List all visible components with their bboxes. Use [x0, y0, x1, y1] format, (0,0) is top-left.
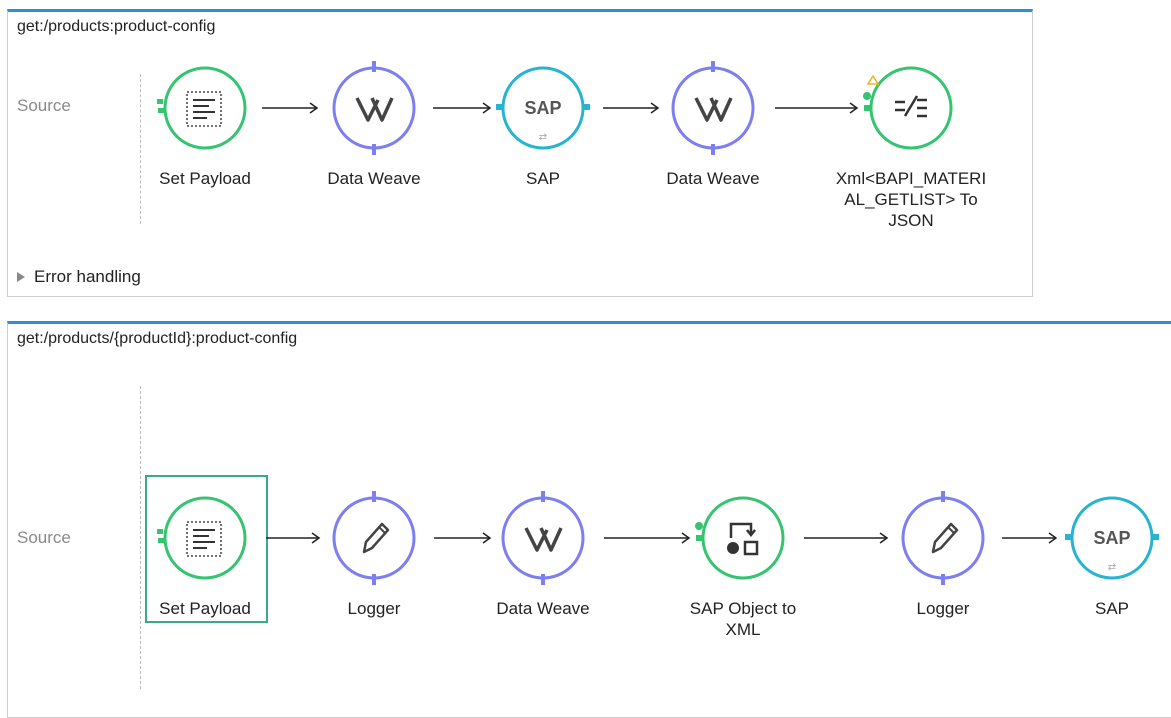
node-set-payload[interactable]: Set Payload	[125, 488, 285, 619]
flow-arrow	[262, 101, 322, 115]
node-label: Data Weave	[496, 599, 590, 618]
flow-arrow	[434, 531, 494, 545]
flow-panel-2: get:/products/{productId}:product-config…	[7, 321, 1171, 718]
node-label: Logger	[347, 599, 401, 618]
svg-text:⇄: ⇄	[1108, 562, 1116, 573]
node-label: Xml<BAPI_MATERI AL_GETLIST> To JSON	[835, 169, 987, 230]
error-handling-toggle[interactable]: Error handling	[17, 267, 141, 287]
flow-arrow	[1002, 531, 1062, 545]
flow-arrow	[603, 101, 663, 115]
flow-arrow	[604, 531, 694, 545]
node-label: SAP Object to XML	[689, 599, 797, 639]
dataweave-icon	[501, 491, 585, 585]
warning-icon	[866, 74, 880, 85]
node-label: Logger	[916, 599, 970, 618]
logger-icon	[332, 491, 416, 585]
expand-triangle-icon	[17, 272, 25, 282]
sap-icon-text: SAP	[524, 98, 561, 118]
selection-highlight	[145, 475, 268, 623]
svg-text:⇄: ⇄	[539, 132, 547, 143]
source-label[interactable]: Source	[17, 96, 71, 115]
flow-title: get:/products/{productId}:product-config	[17, 330, 298, 347]
node-label: Data Weave	[666, 169, 760, 188]
flow-arrow	[775, 101, 860, 115]
flow-arrow	[266, 531, 326, 545]
flow-panel-1: get:/products:product-config Source Set …	[7, 9, 1033, 297]
node-label: SAP	[525, 169, 561, 188]
node-sap-object-to-xml[interactable]: SAP Object to XML	[663, 488, 823, 640]
sap-icon: SAP ⇄	[496, 66, 590, 150]
node-xml-to-json[interactable]: Xml<BAPI_MATERI AL_GETLIST> To JSON	[831, 58, 991, 231]
flow-title: get:/products:product-config	[17, 18, 216, 35]
node-data-weave[interactable]: Data Weave	[294, 58, 454, 189]
node-label: Set Payload	[159, 169, 251, 188]
source-label[interactable]: Source	[17, 528, 71, 547]
node-logger[interactable]: Logger	[863, 488, 1023, 619]
source-divider	[140, 386, 141, 689]
sap-icon-text: SAP	[1093, 528, 1130, 548]
flow-arrow	[433, 101, 493, 115]
node-data-weave[interactable]: Data Weave	[463, 488, 623, 619]
node-logger[interactable]: Logger	[294, 488, 454, 619]
dataweave-icon	[332, 61, 416, 155]
dataweave-icon	[671, 61, 755, 155]
transformer-icon	[863, 66, 953, 150]
set-payload-icon	[157, 496, 247, 580]
sap-icon: SAP ⇄	[1065, 496, 1159, 580]
set-payload-icon	[157, 66, 247, 150]
node-label: SAP	[1094, 599, 1130, 618]
sap-object-to-xml-icon	[695, 496, 785, 580]
node-label: Data Weave	[327, 169, 421, 188]
node-data-weave[interactable]: Data Weave	[633, 58, 793, 189]
node-sap[interactable]: SAP ⇄ SAP	[1032, 488, 1171, 619]
source-divider	[140, 74, 141, 224]
node-label: Set Payload	[159, 599, 251, 618]
logger-icon	[901, 491, 985, 585]
node-set-payload[interactable]: Set Payload	[125, 58, 285, 189]
node-sap[interactable]: SAP ⇄ SAP	[463, 58, 623, 189]
flow-arrow	[804, 531, 889, 545]
error-handling-label: Error handling	[34, 267, 141, 286]
